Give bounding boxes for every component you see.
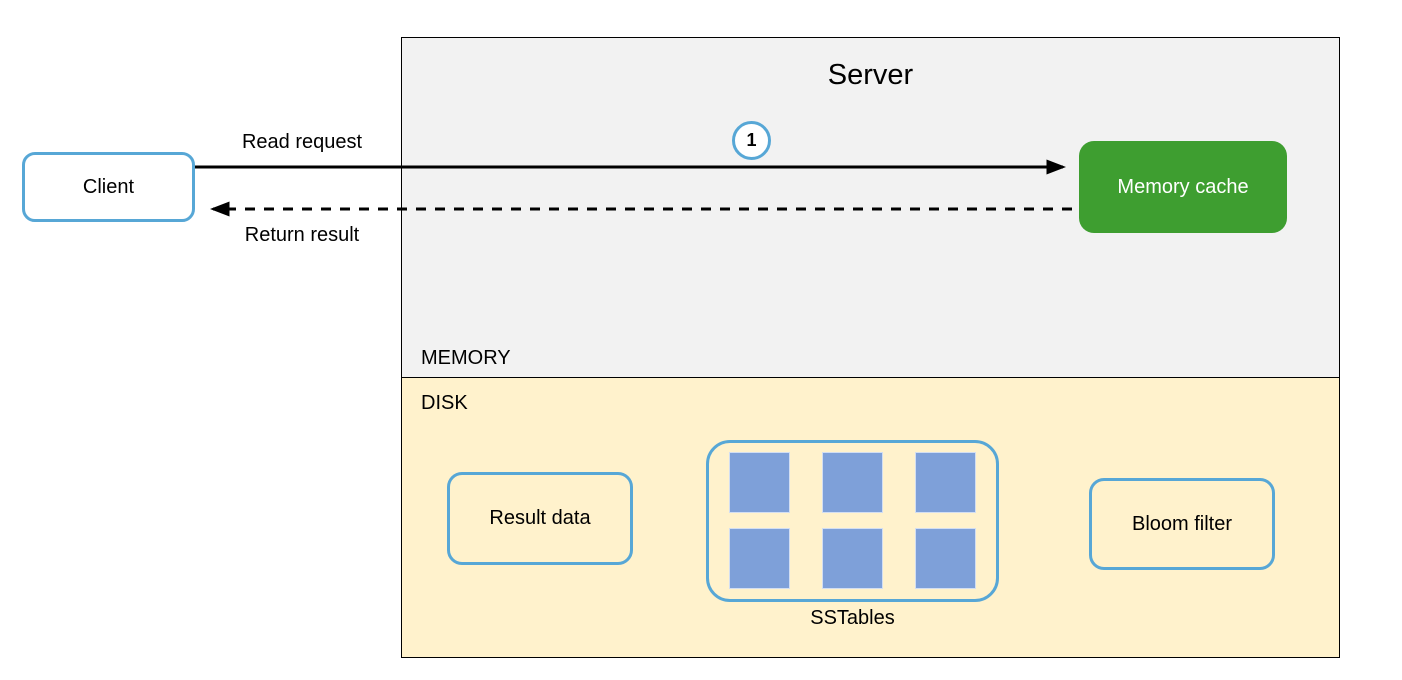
memory-zone-label: MEMORY (421, 347, 511, 369)
result-data-label: Result data (489, 507, 591, 529)
bloom-filter-node: Bloom filter (1089, 478, 1275, 570)
sstables-grid (729, 452, 976, 589)
server-title: Server (827, 59, 914, 91)
client-node: Client (22, 152, 195, 222)
step-1-badge: 1 (732, 121, 771, 160)
disk-zone-label: DISK (421, 392, 468, 414)
sstable-square (822, 528, 883, 589)
sstable-square (915, 452, 976, 513)
result-data-node: Result data (447, 472, 633, 565)
sstables-container (706, 440, 999, 602)
read-request-label: Read request (241, 131, 363, 153)
client-label: Client (82, 175, 135, 198)
return-result-label: Return result (244, 224, 360, 246)
sstable-square (822, 452, 883, 513)
sstables-label: SSTables (810, 607, 895, 629)
sstable-square (729, 452, 790, 513)
memory-cache-label: Memory cache (1117, 175, 1249, 198)
memory-cache-node: Memory cache (1079, 141, 1287, 233)
sstable-square (729, 528, 790, 589)
bloom-filter-label: Bloom filter (1131, 512, 1233, 535)
sstable-square (915, 528, 976, 589)
